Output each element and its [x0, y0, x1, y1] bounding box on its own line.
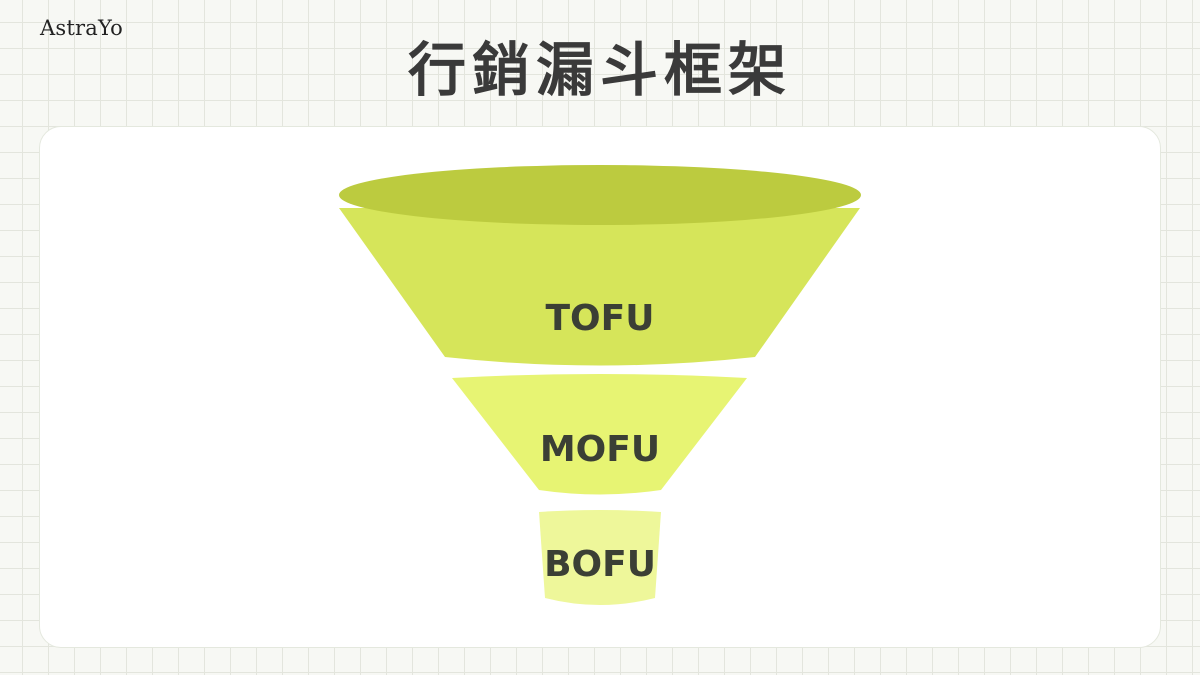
funnel-stage-bofu: BOFU — [539, 510, 661, 605]
tofu-rim — [339, 165, 861, 225]
mofu-body — [452, 374, 747, 495]
page-title: 行銷漏斗框架 — [407, 36, 792, 104]
brand-logo-text: AstraYo — [40, 16, 124, 40]
bofu-body — [539, 510, 661, 605]
bofu-label: BOFU — [544, 544, 656, 585]
funnel-stage-mofu: MOFU — [452, 374, 747, 495]
tofu-body — [339, 208, 860, 366]
mofu-label: MOFU — [540, 429, 660, 470]
funnel-stage-tofu: TOFU — [339, 165, 861, 366]
tofu-label: TOFU — [546, 298, 655, 339]
